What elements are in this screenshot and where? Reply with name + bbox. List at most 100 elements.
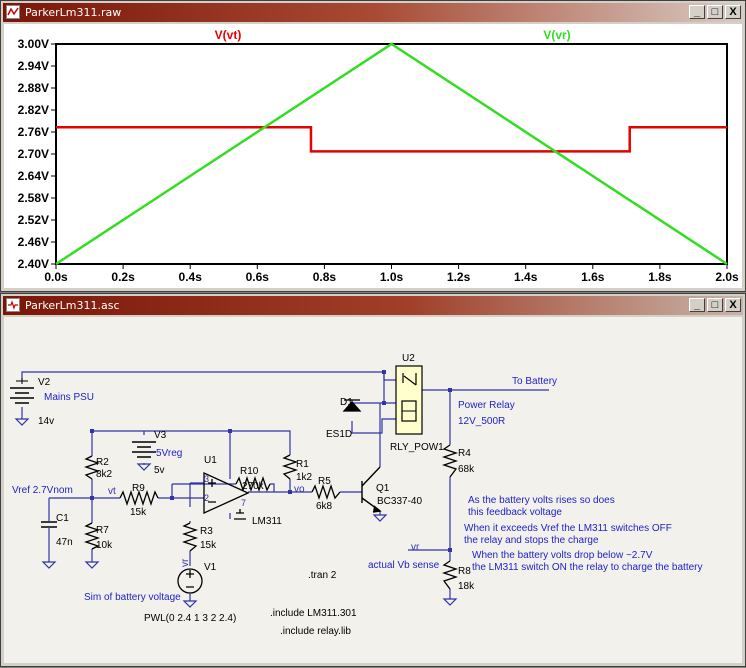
transistor-q1[interactable] [361, 466, 382, 513]
resistor-r5[interactable] [311, 483, 341, 501]
legend-label-1: V(vr) [543, 28, 570, 42]
v1-label: Sim of battery voltage [84, 592, 181, 603]
to-battery-label: To Battery [512, 376, 557, 387]
power-relay-label: Power Relay [458, 400, 515, 411]
x-tick-label: 0.2s [111, 270, 135, 284]
maximize-button[interactable]: □ [707, 298, 723, 312]
maximize-button[interactable]: □ [707, 5, 723, 19]
legend-label-0: V(vt) [215, 28, 242, 42]
x-tick-label: 1.8s [648, 270, 672, 284]
x-tick-label: 1.6s [581, 270, 605, 284]
x-tick-label: 2.0s [715, 270, 739, 284]
capacitor-c1[interactable] [41, 512, 57, 536]
resistor-r10[interactable] [235, 475, 271, 493]
resistor-r3[interactable] [181, 522, 199, 552]
resistor-r1[interactable] [281, 454, 299, 480]
u1-value: LM311 [252, 516, 282, 527]
source-v1[interactable] [177, 568, 203, 608]
r3-value: 15k [200, 540, 217, 551]
r7-ref: R7 [96, 525, 109, 536]
y-tick-label: 2.94V [18, 59, 49, 73]
note-line-1: As the battery volts rises so does [468, 495, 615, 506]
note-line-2: this feedback voltage [468, 507, 562, 518]
note-line-6: the LM311 switch ON the relay to charge … [472, 562, 703, 573]
y-tick-label: 2.52V [18, 213, 49, 227]
schematic-title: ParkerLm311.asc [25, 299, 120, 312]
directive-tran[interactable]: .tran 2 [308, 570, 337, 581]
r7-value: 10k [96, 540, 113, 551]
resistor-r7[interactable] [83, 522, 101, 550]
net-vr-left: vr [180, 558, 191, 567]
r2-ref: R2 [96, 457, 109, 468]
battery-v2[interactable] [10, 378, 34, 426]
note-line-3: When it exceeds Vref the LM311 switches … [464, 523, 672, 534]
battery-v3[interactable] [132, 441, 156, 471]
r4-value: 68k [458, 464, 475, 475]
y-tick-label: 3.00V [18, 37, 49, 51]
net-vt: vt [108, 486, 116, 497]
d1-value: ES1D [326, 429, 352, 440]
close-button[interactable]: X [725, 298, 741, 312]
u1-ref: U1 [204, 455, 217, 466]
r1-ref: R1 [296, 459, 309, 470]
schematic-drawing: V2 Mains PSU 14v V3 5Vreg 5v U2 RLY_POW1 [10, 353, 703, 637]
y-tick-label: 2.70V [18, 147, 49, 161]
c1-value: 47n [56, 537, 73, 548]
v1-ref: V1 [204, 562, 217, 573]
v2-ref: V2 [38, 377, 51, 388]
relay-spec-label: 12V_500R [458, 416, 505, 427]
u1-pin3: 3 [204, 474, 209, 484]
r9-ref: R9 [132, 483, 145, 494]
r10-ref: R10 [240, 466, 259, 477]
r1-value: 1k2 [296, 472, 313, 483]
diode-d1[interactable] [342, 399, 362, 412]
x-tick-label: 0.4s [179, 270, 203, 284]
vref-label: Vref 2.7Vnom [12, 485, 73, 496]
note-line-5: When the battery volts drop below ~2.7V [472, 550, 653, 561]
y-tick-label: 2.46V [18, 235, 49, 249]
opamp-u1[interactable] [203, 471, 250, 520]
directive-include-lm311[interactable]: .include LM311.301 [270, 608, 357, 619]
schematic-app-icon [6, 298, 20, 312]
close-button[interactable]: X [725, 5, 741, 19]
waveform-titlebar[interactable]: ParkerLm311.raw _ □ X [3, 3, 743, 22]
series-line-1 [55, 42, 728, 266]
y-tick-label: 2.58V [18, 191, 49, 205]
waveform-title: ParkerLm311.raw [25, 6, 122, 19]
r3-ref: R3 [200, 526, 213, 537]
c1-ref: C1 [56, 513, 69, 524]
x-tick-label: 0.8s [313, 270, 337, 284]
schematic-window: ParkerLm311.asc _ □ X [0, 293, 746, 667]
u2-ref: U2 [402, 353, 415, 364]
directive-include-relay[interactable]: .include relay.lib [280, 626, 351, 637]
r8-ref: R8 [458, 566, 471, 577]
relay-u2[interactable] [395, 365, 423, 435]
y-tick-label: 2.82V [18, 103, 49, 117]
v2-value: 14v [38, 416, 54, 427]
u2-value: RLY_POW1 [390, 442, 444, 453]
actual-vb-label: actual Vb sense [368, 560, 440, 571]
q1-ref: Q1 [376, 483, 390, 494]
schematic-canvas[interactable]: V2 Mains PSU 14v V3 5Vreg 5v U2 RLY_POW1 [4, 317, 742, 663]
schematic-titlebar[interactable]: ParkerLm311.asc _ □ X [3, 296, 743, 315]
y-tick-label: 2.88V [18, 81, 49, 95]
r2-value: 8k2 [96, 469, 113, 480]
net-vr-right: vr [411, 542, 420, 553]
plot-frame [55, 43, 728, 265]
resistor-r9[interactable] [119, 489, 159, 507]
junction-dots [90, 370, 452, 552]
v3-label: 5Vreg [156, 448, 182, 459]
resistor-r8[interactable] [441, 560, 459, 590]
r5-value: 6k8 [316, 501, 333, 512]
resistor-r4[interactable] [441, 444, 459, 478]
minimize-button[interactable]: _ [689, 298, 705, 312]
v3-ref: V3 [154, 430, 167, 441]
resistor-r2[interactable] [83, 455, 101, 480]
q1-value: BC337-40 [377, 496, 422, 507]
r5-ref: R5 [318, 476, 331, 487]
x-tick-label: 1.2s [447, 270, 471, 284]
minimize-button[interactable]: _ [689, 5, 705, 19]
waveform-app-icon [6, 5, 20, 19]
